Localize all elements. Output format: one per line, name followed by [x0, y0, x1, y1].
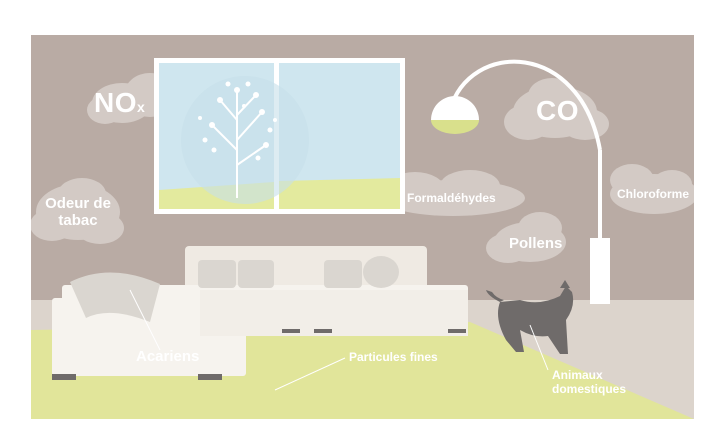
cloud-chloroforme — [610, 164, 694, 214]
window-illustration — [154, 58, 405, 214]
label-animaux-line2: domestiques — [552, 381, 627, 396]
label-formaldehydes: Formaldéhydes — [407, 191, 496, 205]
label-nox-main: NO — [94, 87, 137, 118]
label-odeur-line2: tabac — [58, 212, 98, 230]
cloud-co — [504, 78, 609, 140]
cloud-pollens — [486, 212, 566, 263]
living-room-scene — [31, 35, 694, 419]
label-odeur-line1: Odeur de — [45, 195, 111, 212]
leader-lines — [129, 289, 549, 391]
label-animaux-line1: Animaux — [552, 368, 603, 382]
cat-illustration — [486, 280, 574, 354]
label-nox-subscript: x — [137, 99, 146, 115]
cloud-odeur — [31, 178, 124, 244]
tree-blossoms — [198, 81, 277, 161]
illustration-frame: NOx CO Odeur de tabac Formaldéhydes Chlo… — [31, 35, 694, 419]
label-chloroforme: Chloroforme — [617, 187, 689, 201]
pollution-clouds — [31, 73, 694, 263]
label-pollens: Pollens — [509, 235, 563, 252]
label-acariens: Acariens — [136, 348, 200, 365]
label-co: CO — [536, 95, 579, 126]
arc-lamp-illustration — [431, 59, 610, 304]
label-odeur-tabac: Odeur de tabac — [39, 195, 117, 230]
label-nox: NOx — [94, 87, 145, 119]
label-animaux-domestiques: Animaux domestiques — [552, 368, 627, 397]
label-particules-fines: Particules fines — [349, 350, 438, 364]
tree-illustration — [211, 92, 267, 198]
sofa-illustration — [52, 246, 468, 380]
